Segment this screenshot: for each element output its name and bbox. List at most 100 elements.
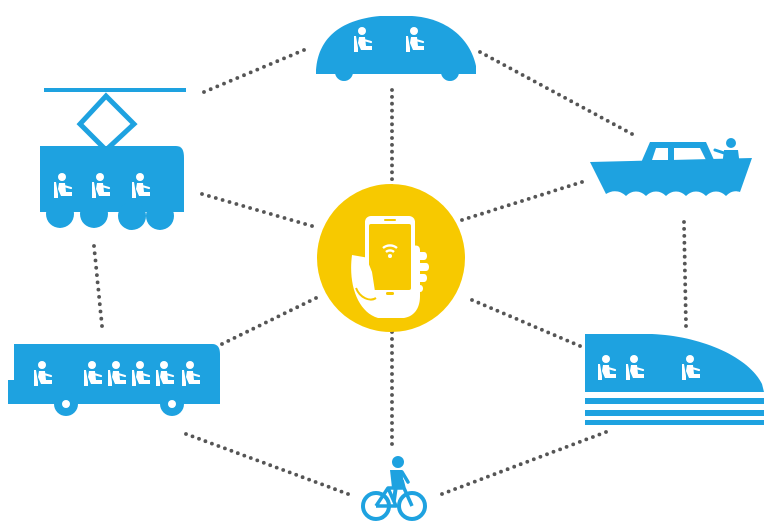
connector-dot xyxy=(200,192,204,196)
connector-dot xyxy=(682,234,687,238)
connector-car-boat xyxy=(478,50,634,136)
connector-dot xyxy=(220,198,225,202)
connector-dot xyxy=(508,314,512,319)
connector-dot xyxy=(682,240,687,245)
connector-dot xyxy=(270,317,274,322)
connector-dot xyxy=(611,122,616,127)
connector-dot xyxy=(563,96,567,100)
connector-dot xyxy=(294,472,299,477)
connector-dot xyxy=(262,64,266,69)
bike-node xyxy=(361,456,427,521)
connector-dot xyxy=(545,86,549,90)
connector-dot xyxy=(281,468,286,472)
connector-dot xyxy=(390,379,394,383)
boat-icon xyxy=(590,138,752,196)
smartphone-in-hand-wifi-icon xyxy=(351,216,429,318)
connector-dot xyxy=(96,287,101,292)
connector-dot xyxy=(301,302,306,306)
connector-dot xyxy=(505,467,510,472)
connector-lines xyxy=(92,48,688,496)
connector-dot xyxy=(390,115,394,120)
connector-dot xyxy=(492,472,497,477)
tram-node xyxy=(40,88,186,230)
connector-dot xyxy=(466,216,471,220)
connector-dot xyxy=(569,99,574,104)
connector-dot xyxy=(92,251,97,256)
connector-hub-train xyxy=(470,298,582,348)
connector-dot xyxy=(584,437,589,442)
connector-dot xyxy=(453,487,457,491)
connector-dot xyxy=(540,192,544,197)
connector-dot xyxy=(390,351,394,355)
connector-dot xyxy=(520,319,525,324)
connector-dot xyxy=(486,209,491,214)
connector-dot xyxy=(558,447,562,452)
connector-dot xyxy=(227,200,232,204)
connector-dot xyxy=(223,446,227,451)
connector-dot xyxy=(551,89,555,94)
connector-dot xyxy=(566,184,571,189)
connector-dot xyxy=(520,73,525,77)
connector-dot xyxy=(235,76,240,80)
connector-bike-bus xyxy=(184,432,350,496)
connector-dot xyxy=(470,298,474,302)
connector-dot xyxy=(538,454,543,459)
connector-dot xyxy=(493,207,498,212)
connector-dot xyxy=(390,101,394,106)
connector-dot xyxy=(520,199,524,203)
high-speed-train-icon xyxy=(585,334,764,425)
connector-dot xyxy=(571,442,576,447)
connector-dot xyxy=(599,115,604,120)
connector-dot xyxy=(508,66,513,71)
connector-dot xyxy=(545,452,549,457)
connector-dot xyxy=(480,211,484,216)
connector-dot xyxy=(557,92,561,97)
connector-dot xyxy=(684,324,688,328)
connector-dot xyxy=(390,365,394,369)
connector-dot xyxy=(683,310,688,314)
connector-dot xyxy=(683,275,687,280)
connector-dot xyxy=(210,441,214,446)
connector-dot xyxy=(232,336,237,340)
connector-dot xyxy=(683,282,688,287)
connector-dot xyxy=(333,487,337,492)
connector-dot xyxy=(390,337,394,341)
connector-dot xyxy=(514,317,519,321)
connector-train-bike xyxy=(440,430,608,496)
connector-dot xyxy=(303,222,307,226)
connector-dot xyxy=(593,112,598,117)
connector-dot xyxy=(390,442,394,446)
connector-dot xyxy=(605,119,610,123)
connector-dot xyxy=(390,95,394,99)
connector-dot xyxy=(390,143,394,147)
connector-dot xyxy=(390,414,394,418)
connector-dot xyxy=(268,463,273,468)
connector-dot xyxy=(630,132,634,136)
connector-dot xyxy=(564,445,569,449)
connector-dot xyxy=(489,306,493,310)
connector-dot xyxy=(346,492,350,496)
connector-dot xyxy=(496,59,501,64)
connector-dot xyxy=(478,50,482,54)
connector-dot xyxy=(98,309,103,314)
connector-dot xyxy=(261,460,266,465)
connector-dot xyxy=(683,268,687,273)
connector-dot xyxy=(551,449,556,454)
connector-dot xyxy=(390,435,394,439)
connector-dot xyxy=(390,393,394,397)
boat-node xyxy=(590,138,752,196)
connector-dot xyxy=(99,316,104,321)
connector-dot xyxy=(495,308,500,313)
tram-icon xyxy=(40,88,186,230)
connector-dot xyxy=(100,324,104,328)
connector-hub-boat xyxy=(460,180,584,222)
connector-dot xyxy=(499,469,503,474)
connector-dot xyxy=(251,326,256,331)
connector-hub-bike xyxy=(390,330,394,446)
connector-dot xyxy=(326,484,331,489)
connector-dot xyxy=(264,320,268,325)
connector-dot xyxy=(208,87,213,92)
connector-dot xyxy=(314,296,318,300)
connector-dot xyxy=(302,48,306,52)
connector-dot xyxy=(540,327,544,332)
